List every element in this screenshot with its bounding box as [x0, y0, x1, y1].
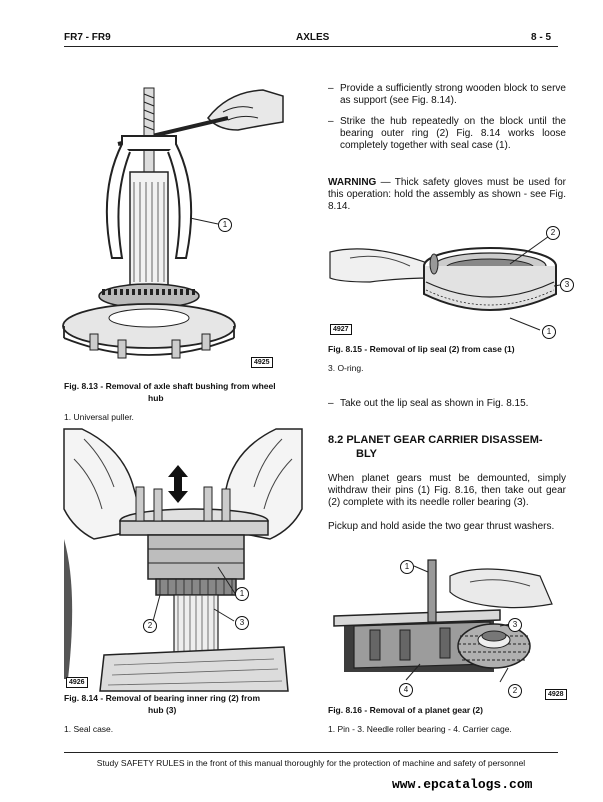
fig-8-15-callout-3: 3	[560, 278, 574, 292]
fig-8-13-tag: 4925	[251, 357, 273, 368]
fig-8-13-caption-line2: hub	[148, 393, 164, 403]
fig-8-16-tag: 4928	[545, 689, 567, 700]
bullet-item-1-text: Provide a sufficiently strong wooden blo…	[340, 83, 566, 106]
fig-8-15-caption: Fig. 8.15 - Removal of lip seal (2) from…	[328, 344, 515, 354]
footer-rule	[64, 752, 558, 753]
fig-8-14-callout-2: 2	[143, 619, 157, 633]
paragraph-1: When planet gears must be demounted, sim…	[328, 473, 566, 508]
bullet-item-1: –Provide a sufficiently strong wooden bl…	[328, 83, 566, 106]
fig-8-16-callout-1: 1	[400, 560, 414, 574]
fig-8-15-callout-2: 2	[546, 226, 560, 240]
bullet-item-3: –Take out the lip seal as shown in Fig. …	[328, 398, 566, 410]
fig-8-16-illustration	[333, 559, 553, 683]
fig-8-15-callout-1: 1	[542, 325, 556, 339]
fig-8-16-caption: Fig. 8.16 - Removal of a planet gear (2)	[328, 705, 483, 715]
fig-8-16-callout-4: 4	[399, 683, 413, 697]
bullet-item-3-text: Take out the lip seal as shown in Fig. 8…	[340, 398, 529, 409]
header-model: FR7 - FR9	[64, 32, 111, 43]
section-heading-line2: BLY	[356, 448, 377, 460]
fig-8-15-illustration	[329, 233, 567, 331]
header-section: AXLES	[296, 32, 330, 43]
section-heading: 8.2 PLANET GEAR CARRIER DISASSEM- BLY	[328, 433, 543, 461]
fig-8-14-caption-line2: hub (3)	[148, 705, 177, 715]
fig-8-14-legend: 1. Seal case.	[64, 724, 114, 734]
header-page-number: 8 - 5	[531, 32, 552, 43]
paragraph-2: Pickup and hold aside the two gear thrus…	[328, 521, 555, 532]
footer-website-link[interactable]: www.epcatalogs.com	[392, 777, 533, 792]
fig-8-13-caption-line1: Fig. 8.13 - Removal of axle shaft bushin…	[64, 381, 276, 391]
fig-8-13-legend: 1. Universal puller.	[64, 412, 134, 422]
footer-safety-note: Study SAFETY RULES in the front of this …	[96, 758, 526, 768]
fig-8-14-callout-3: 3	[235, 616, 249, 630]
bullet-item-2-text: Strike the hub repeatedly on the block u…	[340, 116, 566, 151]
fig-8-14-illustration	[63, 428, 303, 692]
fig-8-13-callout-1: 1	[218, 218, 232, 232]
bullet-item-2: –Strike the hub repeatedly on the block …	[328, 116, 566, 151]
fig-8-13-illustration	[62, 87, 284, 359]
fig-8-15-legend: 3. O-ring.	[328, 363, 364, 373]
header-rule	[64, 46, 558, 47]
fig-8-14-tag: 4926	[66, 677, 88, 688]
section-heading-line1: 8.2 PLANET GEAR CARRIER DISASSEM-	[328, 434, 543, 446]
fig-8-14-caption-line1: Fig. 8.14 - Removal of bearing inner rin…	[64, 693, 261, 703]
fig-8-15-tag: 4927	[330, 324, 352, 335]
warning-text: — Thick safety gloves must be used for t…	[328, 177, 566, 212]
fig-8-16-legend: 1. Pin - 3. Needle roller bearing - 4. C…	[328, 724, 512, 734]
fig-8-16-callout-3: 3	[508, 618, 522, 632]
warning-label: WARNING	[328, 177, 377, 188]
warning-paragraph: WARNING — Thick safety gloves must be us…	[328, 177, 566, 213]
fig-8-14-callout-1: 1	[235, 587, 249, 601]
fig-8-16-callout-2: 2	[508, 684, 522, 698]
